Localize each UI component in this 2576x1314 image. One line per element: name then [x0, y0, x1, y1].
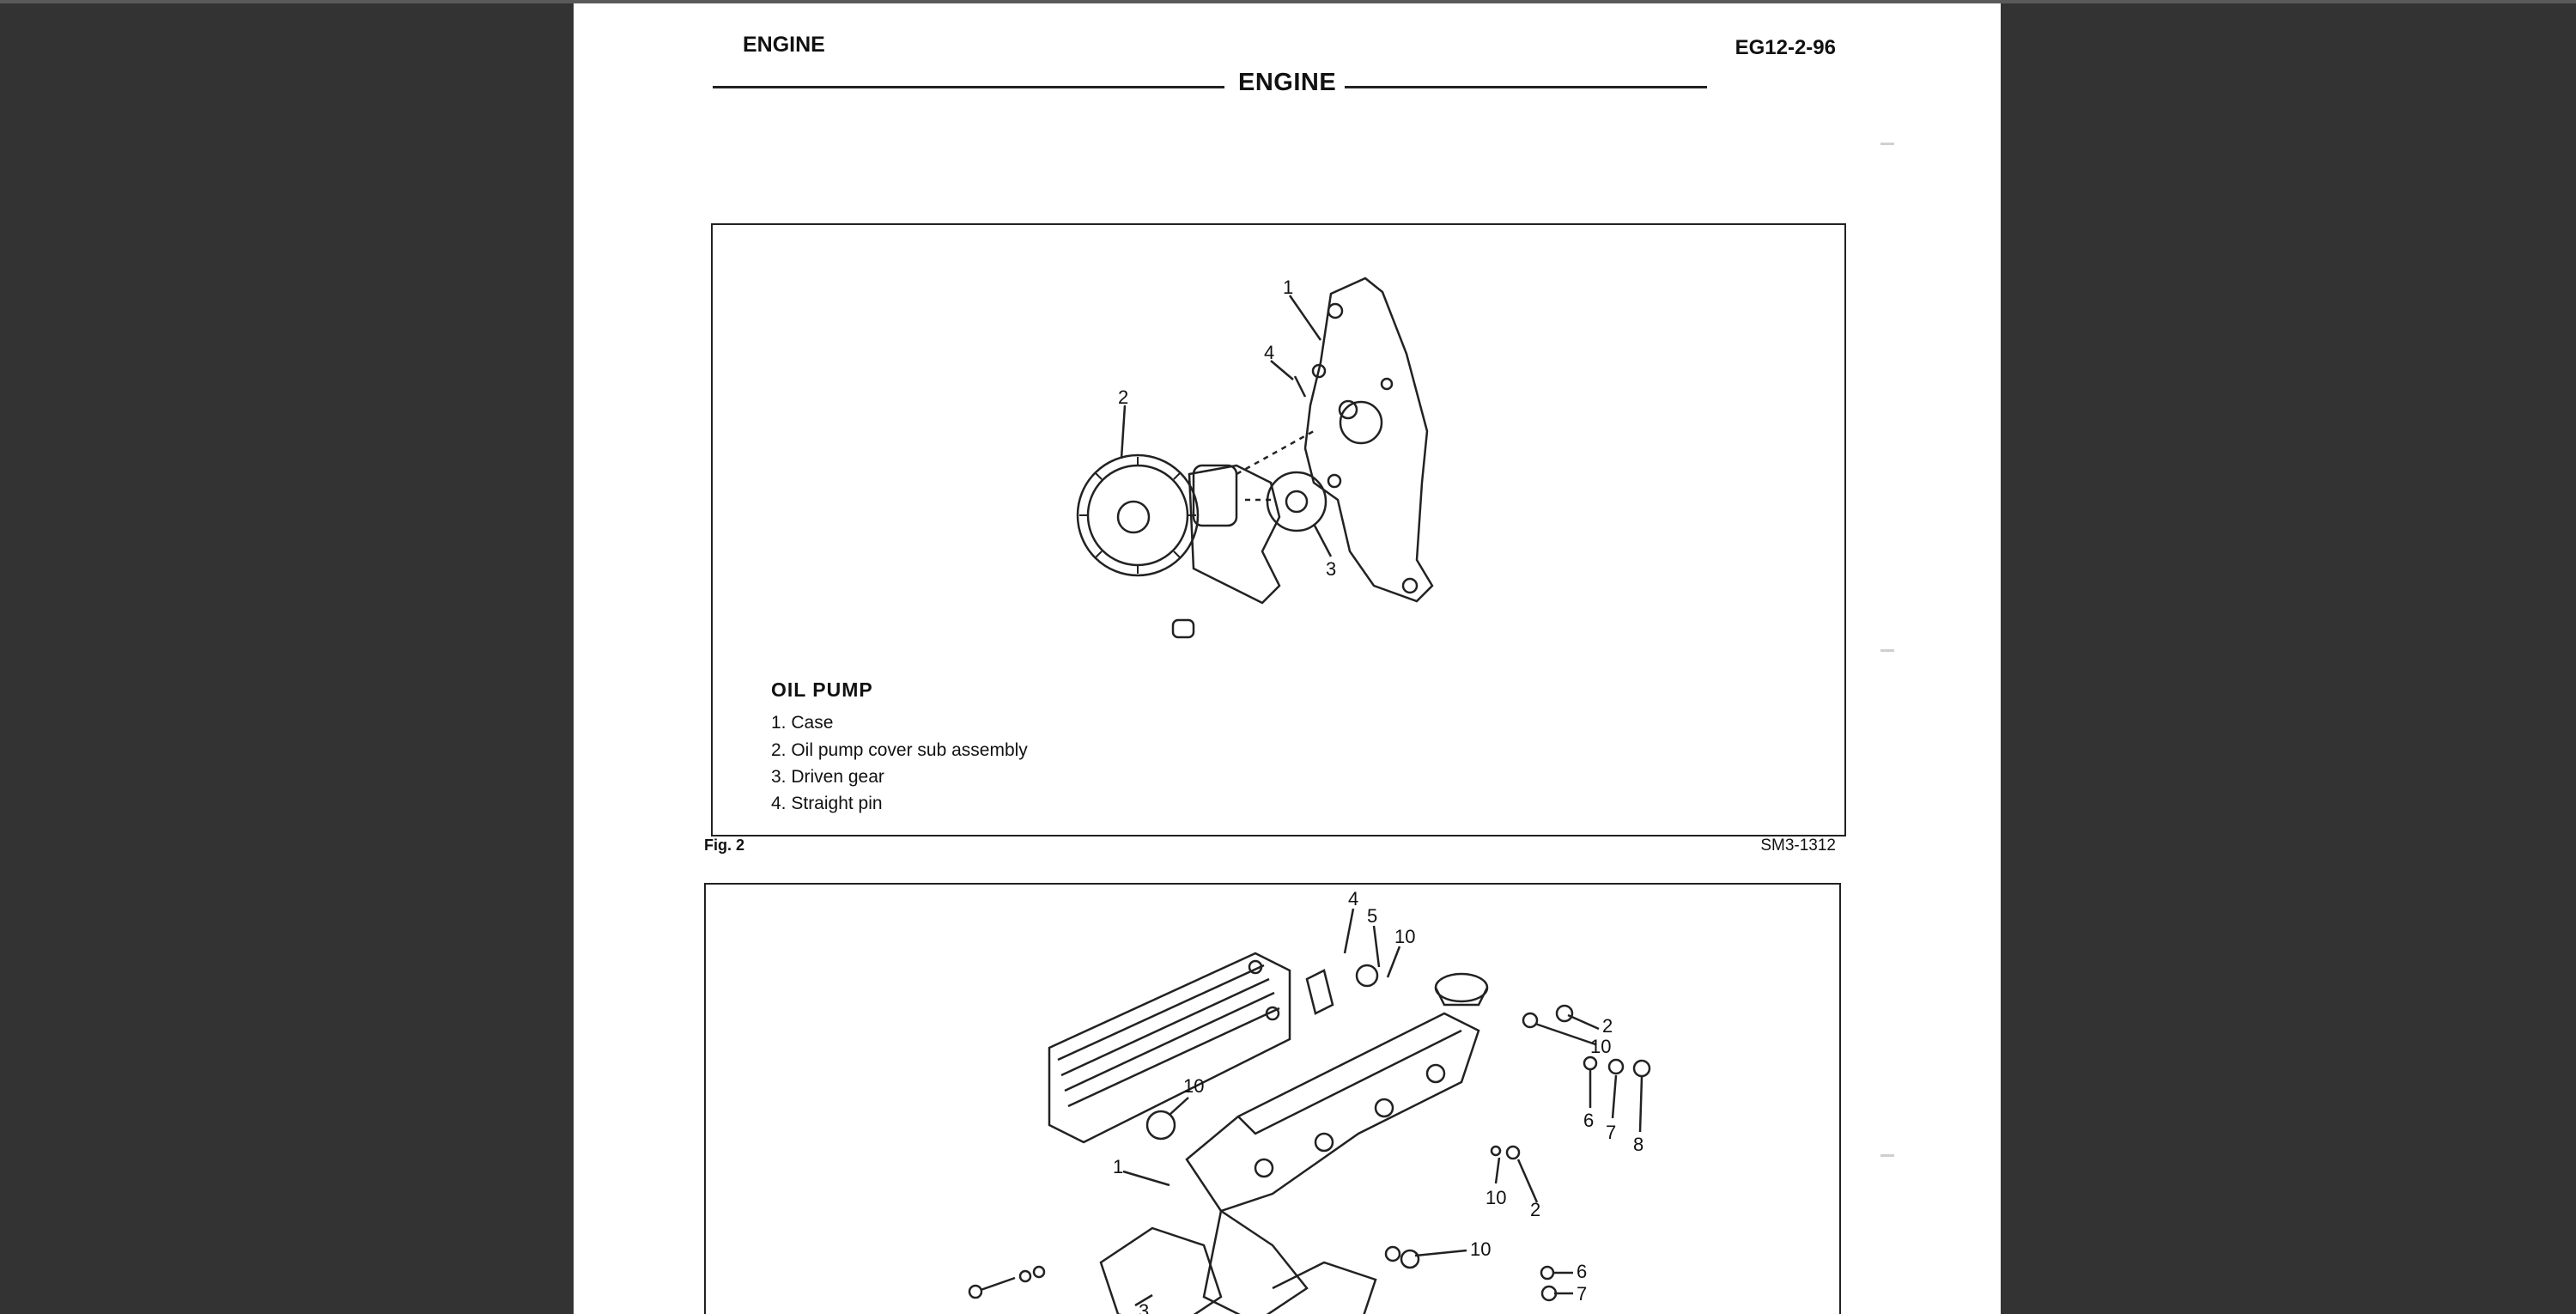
oil-cooler-diagram: 4 5 10 2 10 10 6 7 8 1 2 10 10 6 7 3 9	[968, 888, 1651, 1314]
figure-code: SM3-1312	[1760, 836, 1836, 855]
callout: 10	[1394, 926, 1415, 947]
callout: 2	[1530, 1199, 1540, 1220]
figure-number: Fig. 2	[704, 836, 745, 854]
callout: 10	[1183, 1075, 1204, 1097]
scroll-marker	[1880, 1154, 1894, 1157]
callout: 6	[1583, 1110, 1594, 1131]
header-title: ENGINE	[1238, 69, 1337, 96]
callout-cover: 2	[1118, 386, 1128, 408]
callout: 5	[1367, 905, 1377, 927]
callout: 10	[1590, 1036, 1611, 1057]
header-section-left: ENGINE	[743, 33, 825, 57]
callout: 1	[1113, 1156, 1123, 1177]
header-rule-right	[1345, 86, 1707, 88]
legend-item: 2. Oil pump cover sub assembly	[771, 740, 1028, 760]
callout: 10	[1485, 1187, 1506, 1208]
callout: 7	[1606, 1122, 1616, 1143]
callout: 7	[1577, 1283, 1587, 1305]
oil-pump-diagram: 1 2 3 4	[1076, 277, 1434, 639]
document-page: ENGINE EG12-2-96 ENGINE	[574, 3, 2001, 1314]
legend-item: 3. Driven gear	[771, 767, 884, 787]
callout: 3	[1139, 1300, 1149, 1314]
callout-driven-gear: 3	[1326, 558, 1336, 580]
legend-item: 1. Case	[771, 713, 834, 733]
callout: 2	[1602, 1015, 1613, 1037]
callout: 10	[1470, 1238, 1491, 1260]
header-rule-left	[713, 86, 1224, 88]
figure-title: OIL PUMP	[771, 678, 873, 701]
scroll-marker	[1880, 649, 1894, 652]
window-top-edge	[0, 0, 2576, 3]
callout: 6	[1577, 1261, 1587, 1282]
callout: 8	[1633, 1134, 1643, 1155]
scroll-marker	[1880, 143, 1894, 145]
callout-case: 1	[1283, 277, 1293, 298]
callout: 4	[1348, 888, 1358, 909]
callout-pin: 4	[1264, 342, 1274, 363]
figure-oil-cooler: 4 5 10 2 10 10 6 7 8 1 2 10 10 6 7 3 9	[704, 883, 1841, 1314]
legend-item: 4. Straight pin	[771, 794, 883, 813]
figure-oil-pump: 1 2 3 4 OIL PUMP 1. Case 2. Oil pump cov…	[711, 223, 1846, 836]
header-page-code: EG12-2-96	[1735, 36, 1836, 59]
